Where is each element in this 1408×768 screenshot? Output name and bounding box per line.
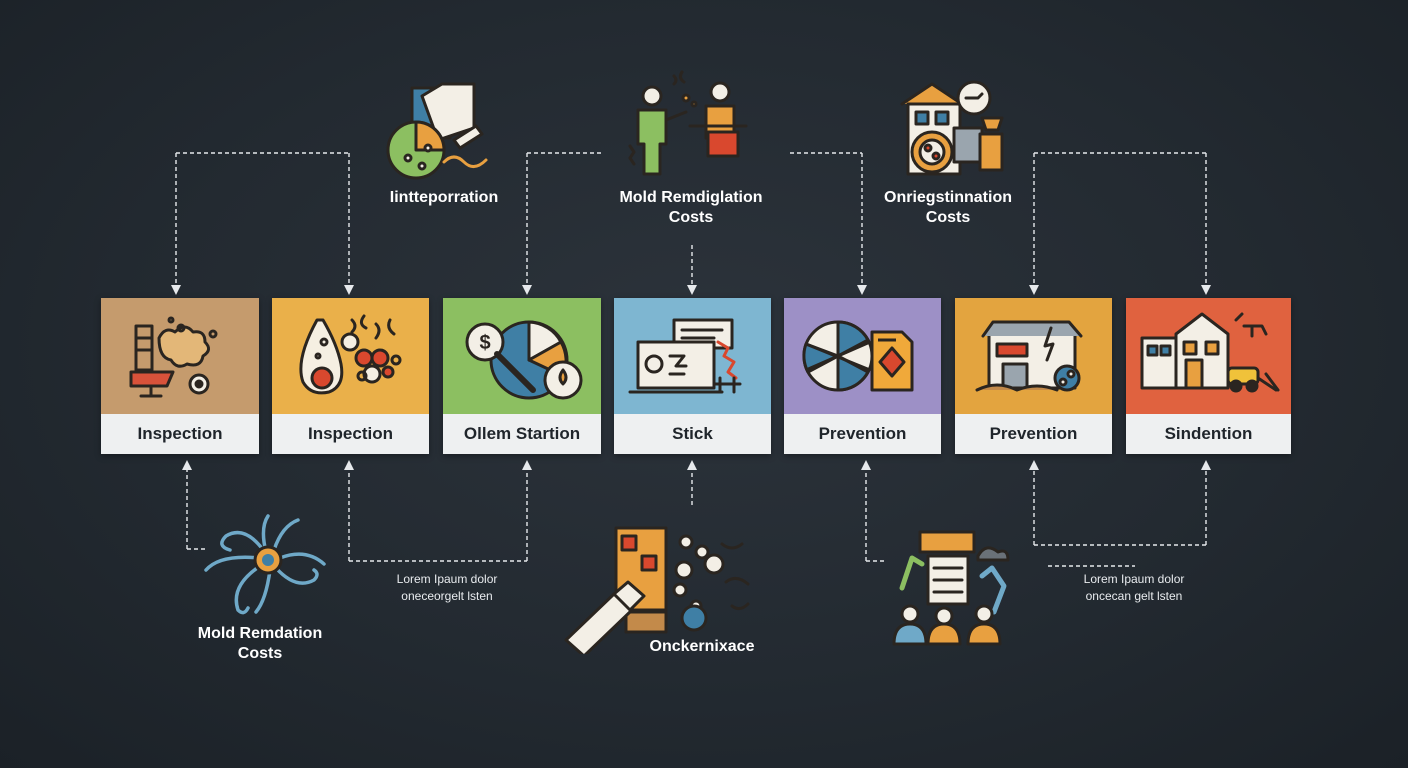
step-card-6: Prevention (955, 298, 1112, 454)
step-label: Inspection (272, 414, 429, 454)
step-card-4: Stick (614, 298, 771, 454)
mold-debris-icon (101, 298, 259, 414)
team-board-icon (888, 528, 1018, 648)
house-inspection-icon (896, 78, 1012, 182)
step-card-3: $ Ollem Startion (443, 298, 601, 454)
mold-spore-icon (200, 514, 330, 618)
step-card-7: Sindention (1126, 298, 1291, 454)
step-card-1: Inspection (101, 298, 259, 454)
step-label: Inspection (101, 414, 259, 454)
step-label: Ollem Startion (443, 414, 601, 454)
top-caption-3: Onriegstinnation Costs (884, 189, 1012, 226)
step-card-5: Prevention (784, 298, 941, 454)
step-label: Prevention (955, 414, 1112, 454)
note-right: Lorem Ipaum dolor oncecan gelt lsten (1083, 572, 1185, 603)
bottom-caption-2: Onckernixace (649, 638, 755, 655)
map-analysis-icon (384, 78, 504, 180)
step-label: Prevention (784, 414, 941, 454)
laptop-report-icon (614, 298, 771, 414)
step-label: Sindention (1126, 414, 1291, 454)
note-left: Lorem Ipaum dolor oneceorgelt lsten (396, 572, 498, 603)
spore-flask-icon (272, 298, 429, 414)
bottom-caption-1: Mold Remdation Costs (197, 625, 323, 662)
spray-board-icon (556, 522, 780, 658)
step-card-2: Inspection (272, 298, 429, 454)
cost-magnifier-icon: $ (443, 298, 601, 414)
damaged-house-icon (955, 298, 1112, 414)
consultation-people-icon (620, 70, 762, 182)
step-label: Stick (614, 414, 771, 454)
top-caption-1: Iintteporration (389, 189, 499, 206)
house-cleanup-icon (1126, 298, 1291, 414)
pie-document-icon (784, 298, 941, 414)
svg-text:$: $ (479, 332, 490, 354)
top-caption-2: Mold Remdiglation Costs (619, 189, 763, 226)
